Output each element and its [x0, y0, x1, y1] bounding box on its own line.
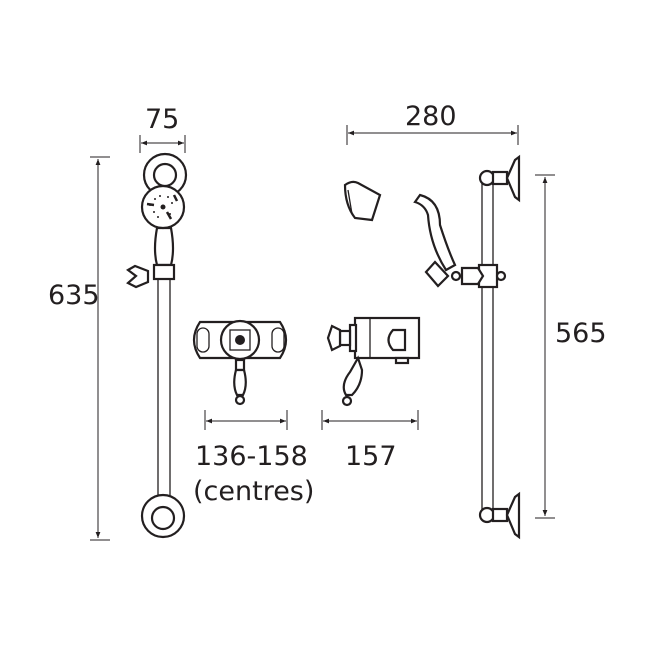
dimension-rail-height: 565	[535, 174, 607, 519]
valve-depth-label: 157	[345, 441, 397, 472]
rail-height-label: 565	[555, 318, 607, 349]
dimension-valve-centres: 136-158 (centres)	[193, 410, 314, 507]
valve-centres-label: 136-158	[195, 441, 308, 472]
valve-centres-note: (centres)	[193, 476, 314, 507]
dimension-projection: 280	[346, 101, 519, 145]
head-width-label: 75	[145, 104, 179, 135]
riser-rail-front-view	[126, 152, 188, 539]
riser-rail-side-view	[343, 154, 521, 540]
dimension-valve-depth: 157	[321, 410, 419, 472]
thermostatic-valve-front-view	[192, 319, 288, 406]
projection-label: 280	[405, 101, 457, 132]
dimension-head-width: 75	[139, 104, 186, 153]
overall-height-label: 635	[48, 280, 100, 311]
thermostatic-valve-side-view	[326, 316, 421, 407]
dimension-overall-height: 635	[48, 156, 110, 541]
